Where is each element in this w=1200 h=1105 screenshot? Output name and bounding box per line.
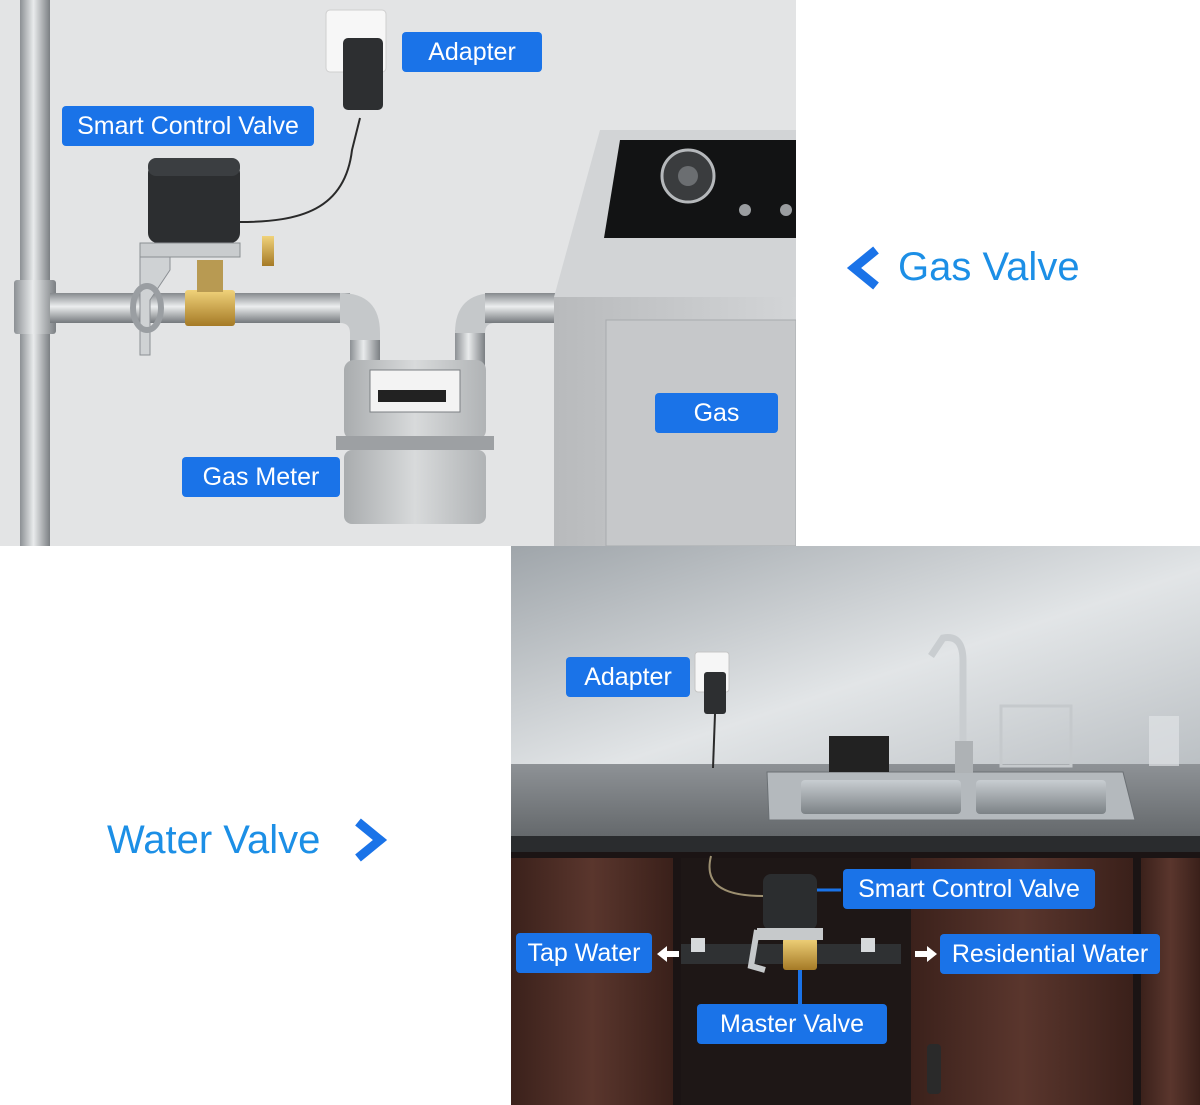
adapter-label: Adapter	[402, 32, 542, 72]
smart-control-valve-label: Smart Control Valve	[62, 106, 314, 146]
gas-scene	[0, 0, 796, 546]
gas-meter-label: Gas Meter	[182, 457, 340, 497]
water-valve-illustration: Adapter Smart Control Valve Tap Water Re…	[511, 546, 1200, 1105]
tap-water-label: Tap Water	[516, 933, 652, 973]
gas-valve-illustration: Adapter Smart Control Valve Gas Meter Ga…	[0, 0, 796, 546]
gas-label: Gas	[655, 393, 778, 433]
master-valve-label: Master Valve	[697, 1004, 887, 1044]
water-valve-heading: Water Valve	[107, 818, 321, 862]
residential-water-label: Residential Water	[940, 934, 1160, 974]
arrow-right-icon	[915, 946, 937, 962]
water-adapter-label: Adapter	[566, 657, 690, 697]
water-smart-control-valve-label: Smart Control Valve	[843, 869, 1095, 909]
arrow-left-icon	[657, 946, 679, 962]
chevron-right-icon	[355, 818, 388, 862]
chevron-left-icon	[846, 246, 879, 290]
gas-valve-heading: Gas Valve	[898, 245, 1080, 289]
